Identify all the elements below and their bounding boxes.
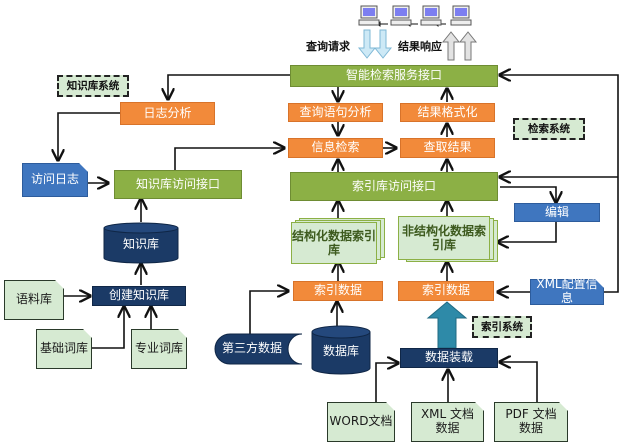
pdf-docs[interactable]: PDF 文档数据 bbox=[494, 402, 568, 442]
corpus[interactable]: 语料库 bbox=[4, 280, 64, 320]
edge-edit-to-unstructured bbox=[498, 222, 557, 242]
result-format[interactable]: 结果格式化 bbox=[400, 103, 495, 122]
access-log[interactable]: 访问日志 bbox=[22, 163, 88, 197]
fetch-results[interactable]: 查取结果 bbox=[400, 138, 495, 158]
unstructured-index: 非结构化数据索引库 bbox=[398, 216, 490, 260]
basic-lexicon[interactable]: 基础词库 bbox=[36, 329, 92, 369]
knowledge-system-tag: 知识库系统 bbox=[57, 75, 129, 97]
edge-third-party-to-index-data bbox=[249, 291, 288, 336]
smart-search-interface[interactable]: 智能检索服务接口 bbox=[290, 65, 498, 87]
kb-access-interface[interactable]: 知识库访问接口 bbox=[114, 170, 242, 199]
query-arrow-1 bbox=[357, 29, 377, 59]
domain-lexicon[interactable]: 专业词库 bbox=[131, 329, 187, 369]
third-party-data: 第三方数据 bbox=[221, 341, 282, 356]
edge-pdf-to-loading bbox=[500, 362, 538, 402]
database-label: 数据库 bbox=[322, 344, 359, 359]
search-system-tag: 检索系统 bbox=[513, 118, 585, 140]
structured-index: 结构化数据索引库 bbox=[291, 222, 377, 264]
query-analysis[interactable]: 查询语句分析 bbox=[288, 103, 383, 122]
edit-box[interactable]: 编辑 bbox=[514, 203, 600, 222]
edge-interface-to-log-analysis bbox=[168, 74, 290, 99]
info-search[interactable]: 信息检索 bbox=[288, 138, 383, 158]
client-computer-icon bbox=[358, 5, 380, 26]
query-request-label: 查询请求 bbox=[306, 40, 350, 53]
edge-log-analysis-to-access-log bbox=[58, 112, 120, 160]
log-analysis[interactable]: 日志分析 bbox=[120, 102, 215, 125]
index-system-tag: 索引系统 bbox=[472, 316, 532, 338]
response-arrow-2 bbox=[458, 31, 478, 61]
database-cylinder[interactable]: 数据库 bbox=[311, 325, 371, 375]
third-party-data-shape[interactable]: 第三方数据 bbox=[214, 333, 304, 365]
data-loading[interactable]: 数据装载 bbox=[400, 348, 498, 368]
result-response-label: 结果响应 bbox=[398, 40, 442, 53]
query-arrow-2 bbox=[373, 29, 393, 59]
word-docs[interactable]: WORD文档 bbox=[327, 402, 395, 442]
xml-docs[interactable]: XML 文档数据 bbox=[411, 402, 484, 442]
edge-index-to-edit bbox=[500, 186, 556, 202]
big-arrow-loading-to-index bbox=[426, 301, 468, 349]
edge-basic-lexicon-to-create-kb bbox=[92, 307, 124, 349]
index-data-2[interactable]: 索引数据 bbox=[398, 281, 494, 301]
unstructured-index-stack[interactable]: 非结构化数据索引库 bbox=[398, 216, 498, 264]
structured-index-stack[interactable]: 结构化数据索引库 bbox=[291, 218, 385, 264]
knowledge-base-label: 知识库 bbox=[122, 237, 159, 252]
index-access-interface[interactable]: 索引库访问接口 bbox=[290, 172, 498, 201]
edge-word-to-loading bbox=[375, 363, 398, 402]
xml-config[interactable]: XML配置信息 bbox=[530, 279, 604, 305]
create-kb[interactable]: 创建知识库 bbox=[92, 286, 186, 306]
client-computer-icon bbox=[390, 5, 412, 26]
response-arrow-1 bbox=[441, 31, 461, 61]
index-data-1[interactable]: 索引数据 bbox=[293, 281, 383, 301]
client-computer-icon bbox=[450, 5, 472, 26]
edge-xml-config-to-interfaces bbox=[500, 75, 619, 293]
knowledge-base-cylinder[interactable]: 知识库 bbox=[103, 222, 179, 264]
edge-kb-interface-to-info-search bbox=[174, 148, 284, 170]
client-computer-icon bbox=[420, 5, 442, 26]
